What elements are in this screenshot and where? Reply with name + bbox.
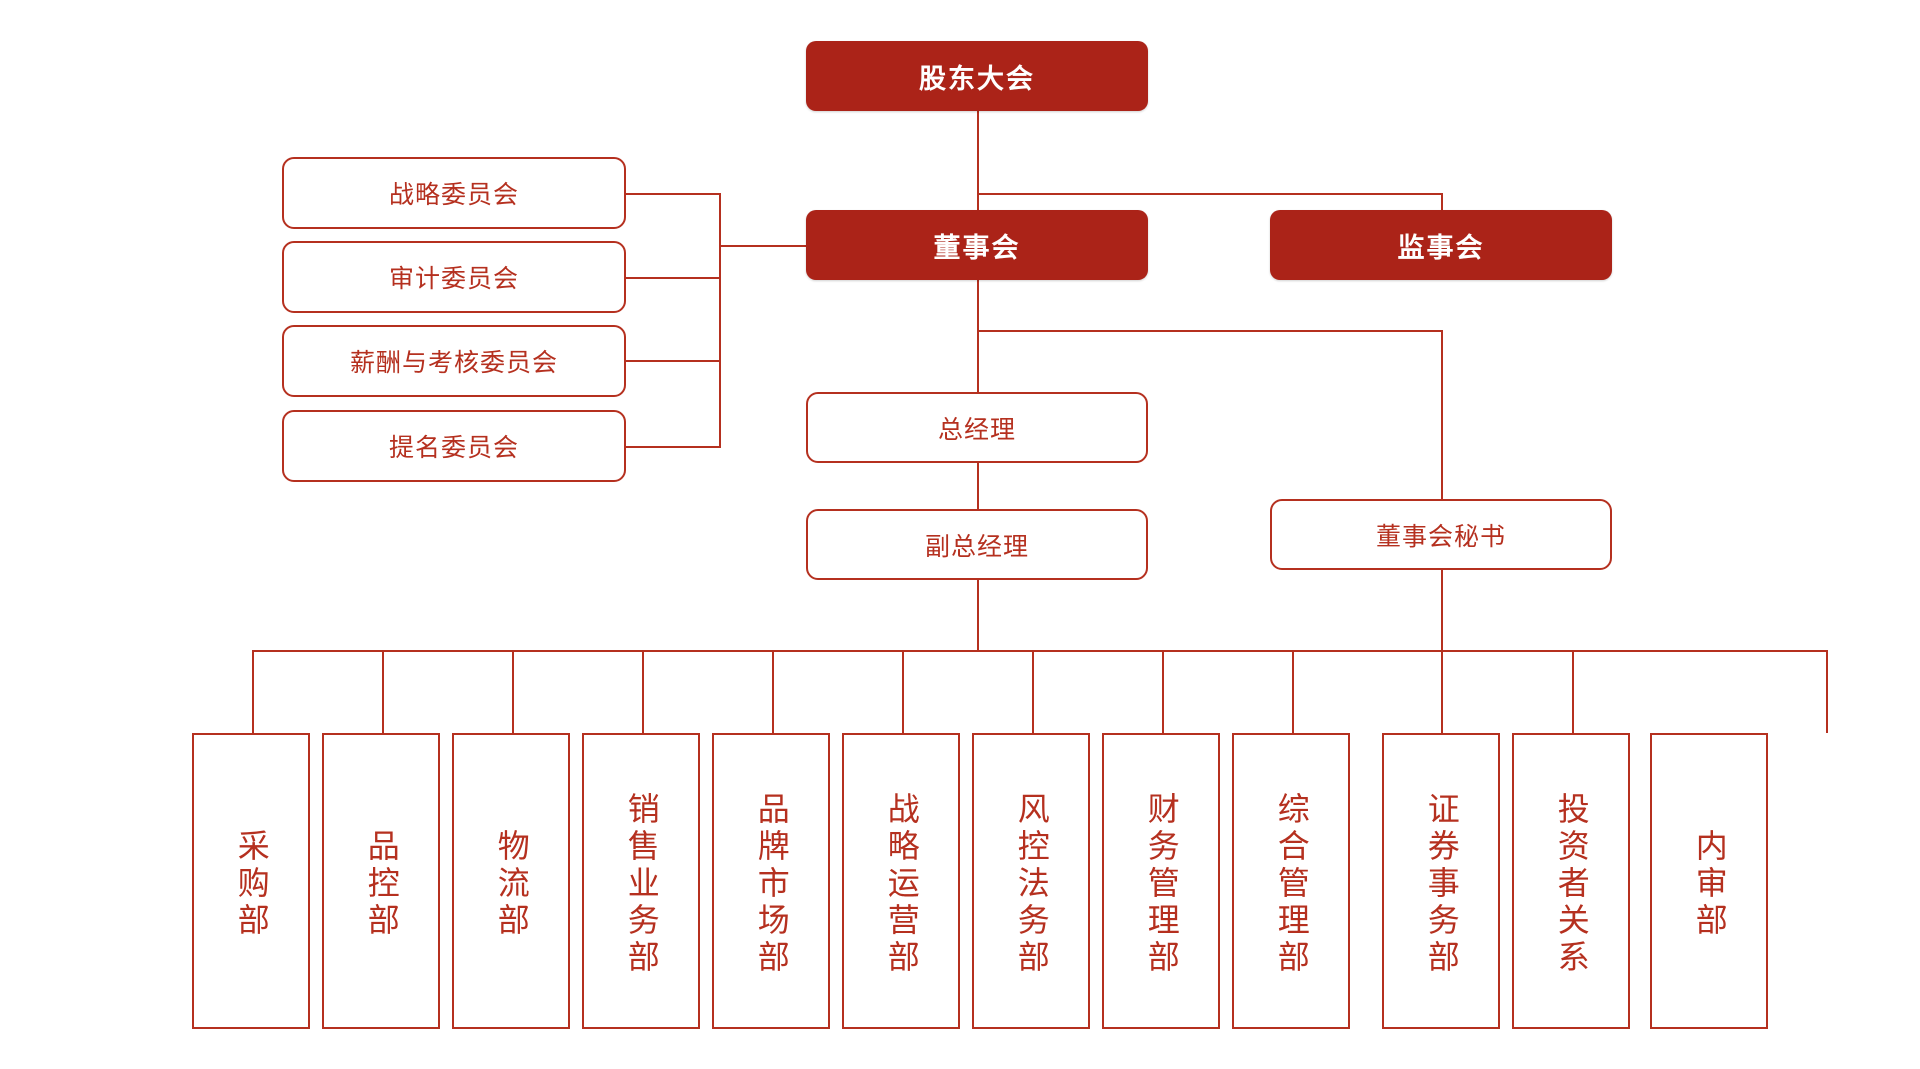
node-board-secretary[interactable]: 董事会秘书 — [1270, 499, 1612, 570]
node-committee-nomination[interactable]: 提名委员会 — [282, 410, 626, 482]
node-committee-audit[interactable]: 审计委员会 — [282, 241, 626, 313]
connector-dept-drop-10 — [1441, 650, 1443, 733]
node-department-logistics[interactable]: 物流部 — [452, 733, 570, 1029]
node-label: 副总经理 — [924, 532, 1029, 561]
node-department-investor-relations[interactable]: 投资者关系 — [1512, 733, 1630, 1029]
node-department-brand-marketing[interactable]: 品牌市场部 — [712, 733, 830, 1029]
node-department-finance[interactable]: 财务管理部 — [1102, 733, 1220, 1029]
connector-shareholders-bus — [977, 193, 1443, 195]
connector-dept-drop-1 — [252, 650, 254, 733]
connector-dept-drop-2 — [382, 650, 384, 733]
node-label: 战略委员会 — [388, 181, 519, 209]
connector-dept-drop-9 — [1292, 650, 1294, 733]
connector-shareholders-down — [977, 110, 979, 215]
connector-gm-to-deputy — [977, 462, 979, 510]
connector-dept-drop-12 — [1826, 650, 1828, 733]
node-label: 品控部 — [363, 828, 400, 940]
node-label: 股东大会 — [919, 63, 1035, 94]
node-department-general-administration[interactable]: 综合管理部 — [1232, 733, 1350, 1029]
connector-dept-drop-6 — [902, 650, 904, 733]
node-label: 综合管理部 — [1273, 791, 1310, 977]
node-label: 监事会 — [1397, 232, 1485, 263]
node-label: 证券事务部 — [1423, 791, 1460, 977]
connector-committee-3 — [626, 360, 721, 362]
node-label: 品牌市场部 — [753, 791, 790, 977]
connector-board-branch — [977, 330, 1443, 332]
node-department-internal-audit[interactable]: 内审部 — [1650, 733, 1768, 1029]
node-board-of-directors[interactable]: 董事会 — [806, 210, 1148, 280]
node-label: 销售业务部 — [623, 791, 660, 977]
node-department-quality-control[interactable]: 品控部 — [322, 733, 440, 1029]
node-shareholders-meeting[interactable]: 股东大会 — [806, 41, 1148, 111]
connector-secretary-down — [1441, 330, 1443, 501]
node-label: 战略运营部 — [883, 791, 920, 977]
connector-department-bus — [252, 650, 1828, 652]
connector-supervisors-down — [1441, 193, 1443, 216]
connector-dept-drop-4 — [642, 650, 644, 733]
connector-committee-bus — [719, 193, 721, 448]
node-label: 物流部 — [493, 828, 530, 940]
node-label: 董事会秘书 — [1375, 522, 1506, 551]
connector-dept-drop-8 — [1162, 650, 1164, 733]
node-department-strategy-operations[interactable]: 战略运营部 — [842, 733, 960, 1029]
node-department-securities-affairs[interactable]: 证券事务部 — [1382, 733, 1500, 1029]
connector-committee-4 — [626, 446, 721, 448]
node-label: 内审部 — [1691, 828, 1728, 940]
node-department-sales-business[interactable]: 销售业务部 — [582, 733, 700, 1029]
node-label: 财务管理部 — [1143, 791, 1180, 977]
connector-committee-1 — [626, 193, 721, 195]
connector-dept-drop-3 — [512, 650, 514, 733]
node-label: 投资者关系 — [1553, 791, 1590, 977]
connector-dept-drop-5 — [772, 650, 774, 733]
node-label: 审计委员会 — [388, 265, 519, 293]
node-label: 提名委员会 — [388, 434, 519, 462]
node-label: 总经理 — [937, 415, 1016, 444]
node-general-manager[interactable]: 总经理 — [806, 392, 1148, 463]
node-board-of-supervisors[interactable]: 监事会 — [1270, 210, 1612, 280]
node-committee-strategy[interactable]: 战略委员会 — [282, 157, 626, 229]
connector-dept-drop-7 — [1032, 650, 1034, 733]
connector-dept-drop-11 — [1572, 650, 1574, 733]
node-label: 董事会 — [933, 232, 1021, 263]
node-committee-compensation-appraisal[interactable]: 薪酬与考核委员会 — [282, 325, 626, 397]
connector-deputy-to-bus — [977, 573, 979, 651]
node-label: 风控法务部 — [1013, 791, 1050, 977]
connector-committee-2 — [626, 277, 721, 279]
node-department-procurement[interactable]: 采购部 — [192, 733, 310, 1029]
node-label: 薪酬与考核委员会 — [349, 349, 558, 377]
connector-board-down — [977, 279, 979, 396]
node-deputy-general-manager[interactable]: 副总经理 — [806, 509, 1148, 580]
node-label: 采购部 — [233, 828, 270, 940]
connector-committee-to-board — [719, 245, 808, 247]
node-department-risk-legal[interactable]: 风控法务部 — [972, 733, 1090, 1029]
connector-secretary-to-bus — [1441, 570, 1443, 651]
